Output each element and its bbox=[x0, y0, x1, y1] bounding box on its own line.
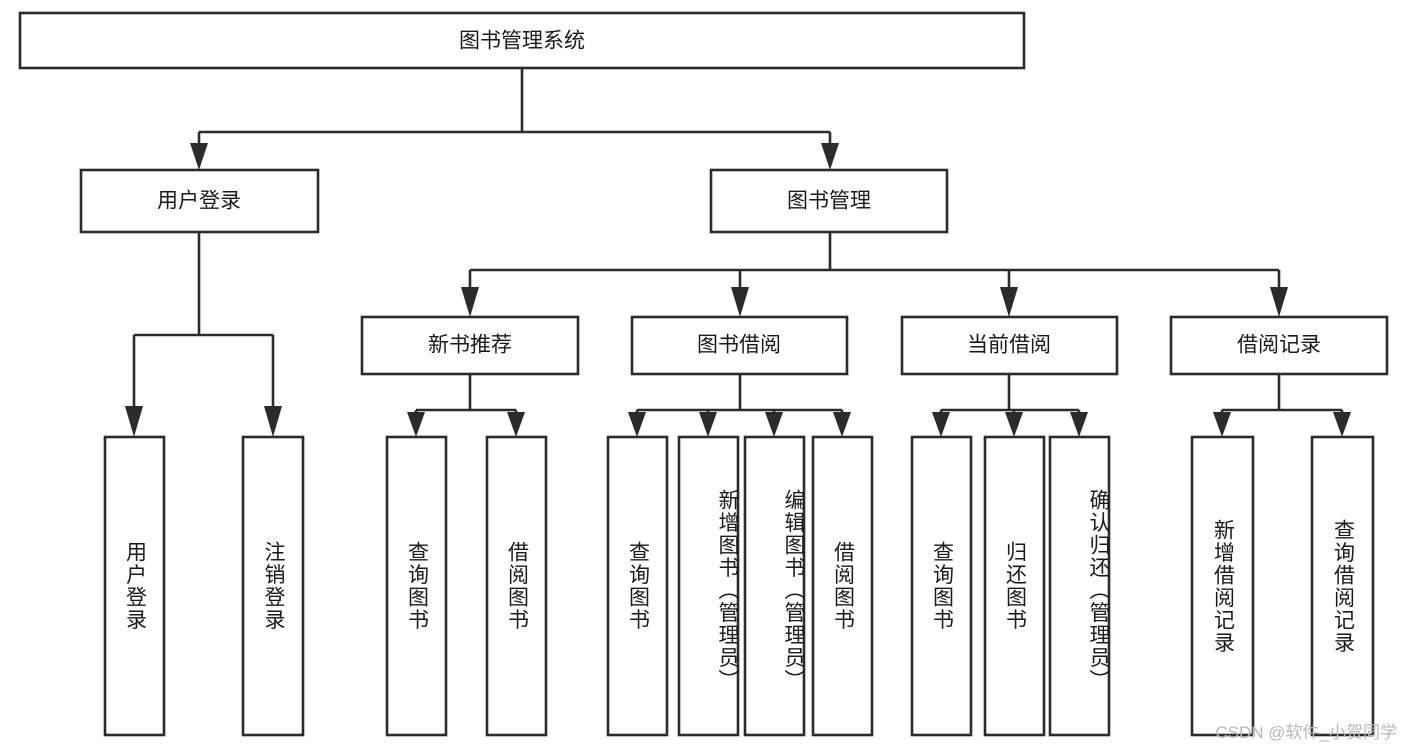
leaf-box-query-borrow-record[interactable] bbox=[1310, 435, 1375, 737]
leaf-box-query-book-1[interactable] bbox=[385, 435, 448, 737]
node-new-book-recommend[interactable]: 新书推荐 bbox=[360, 315, 580, 376]
arrow-head-user-login bbox=[190, 143, 208, 170]
csdn-watermark: CSDN @软件_小贺同学 bbox=[1215, 723, 1397, 742]
arrow-head-current bbox=[1000, 287, 1018, 317]
leaf-box-borrow-book-2[interactable] bbox=[811, 435, 874, 737]
node-book-borrow[interactable]: 图书借阅 bbox=[630, 315, 849, 376]
leaf-box-borrow-book-1[interactable] bbox=[485, 435, 548, 737]
leaf-box-user-login[interactable] bbox=[103, 435, 166, 737]
node-root[interactable]: 图书管理系统 bbox=[18, 11, 1026, 70]
node-borrow-records[interactable]: 借阅记录 bbox=[1169, 315, 1389, 376]
node-borrow-records-label: 借阅记录 bbox=[1237, 334, 1321, 357]
arrow-head-l4 bbox=[507, 412, 525, 437]
node-user-login[interactable]: 用户登录 bbox=[79, 168, 320, 234]
node-new-book-recommend-label: 新书推荐 bbox=[428, 334, 512, 357]
arrow-head-borrow bbox=[731, 287, 749, 317]
arrow-head-records bbox=[1270, 287, 1288, 317]
node-book-management-box[interactable] bbox=[709, 168, 949, 234]
arrow-head-l5 bbox=[628, 412, 646, 437]
node-root-label: 图书管理系统 bbox=[459, 30, 585, 53]
node-user-login-box[interactable] bbox=[79, 168, 320, 234]
node-root-box[interactable] bbox=[18, 11, 1026, 70]
arrow-head-l3 bbox=[407, 412, 425, 437]
leaf-box-confirm-return-admin[interactable] bbox=[1048, 435, 1111, 737]
arrow-head-l12 bbox=[1213, 412, 1231, 437]
leaf-box-query-book-2[interactable] bbox=[606, 435, 669, 737]
node-current-borrow[interactable]: 当前借阅 bbox=[900, 315, 1119, 376]
arrow-head-l11 bbox=[1070, 412, 1088, 437]
node-new-book-recommend-box[interactable] bbox=[360, 315, 580, 376]
node-current-borrow-label: 当前借阅 bbox=[967, 334, 1051, 357]
node-book-management[interactable]: 图书管理 bbox=[709, 168, 949, 234]
arrow-head-new-rec bbox=[461, 287, 479, 317]
arrow-head-l7 bbox=[765, 412, 783, 437]
leaf-box-layer bbox=[103, 435, 1375, 737]
node-borrow-records-box[interactable] bbox=[1169, 315, 1389, 376]
arrow-head-l8 bbox=[833, 412, 851, 437]
arrow-head-l13 bbox=[1333, 412, 1351, 437]
node-layer: 图书管理系统 用户登录 图书管理 新书推荐 图书借阅 bbox=[18, 11, 1389, 737]
connector-layer bbox=[125, 68, 1351, 437]
arrow-head-l9 bbox=[932, 412, 950, 437]
node-book-borrow-box[interactable] bbox=[630, 315, 849, 376]
leaf-box-add-borrow-record[interactable] bbox=[1190, 435, 1255, 737]
node-book-management-label: 图书管理 bbox=[787, 190, 871, 213]
leaf-box-return-book[interactable] bbox=[983, 435, 1046, 737]
node-book-borrow-label: 图书借阅 bbox=[697, 334, 781, 357]
leaf-box-edit-book-admin[interactable] bbox=[743, 435, 806, 737]
arrow-head-book-mgmt bbox=[821, 143, 839, 170]
node-user-login-label: 用户登录 bbox=[157, 190, 241, 213]
arrow-head-l2 bbox=[264, 406, 282, 437]
arrow-head-l6 bbox=[699, 412, 717, 437]
arrow-head-l10 bbox=[1005, 412, 1023, 437]
arrow-head-l1 bbox=[125, 406, 143, 437]
leaf-box-query-book-3[interactable] bbox=[910, 435, 973, 737]
leaf-box-add-book-admin[interactable] bbox=[677, 435, 740, 737]
leaf-box-logout[interactable] bbox=[241, 435, 305, 737]
node-current-borrow-box[interactable] bbox=[900, 315, 1119, 376]
